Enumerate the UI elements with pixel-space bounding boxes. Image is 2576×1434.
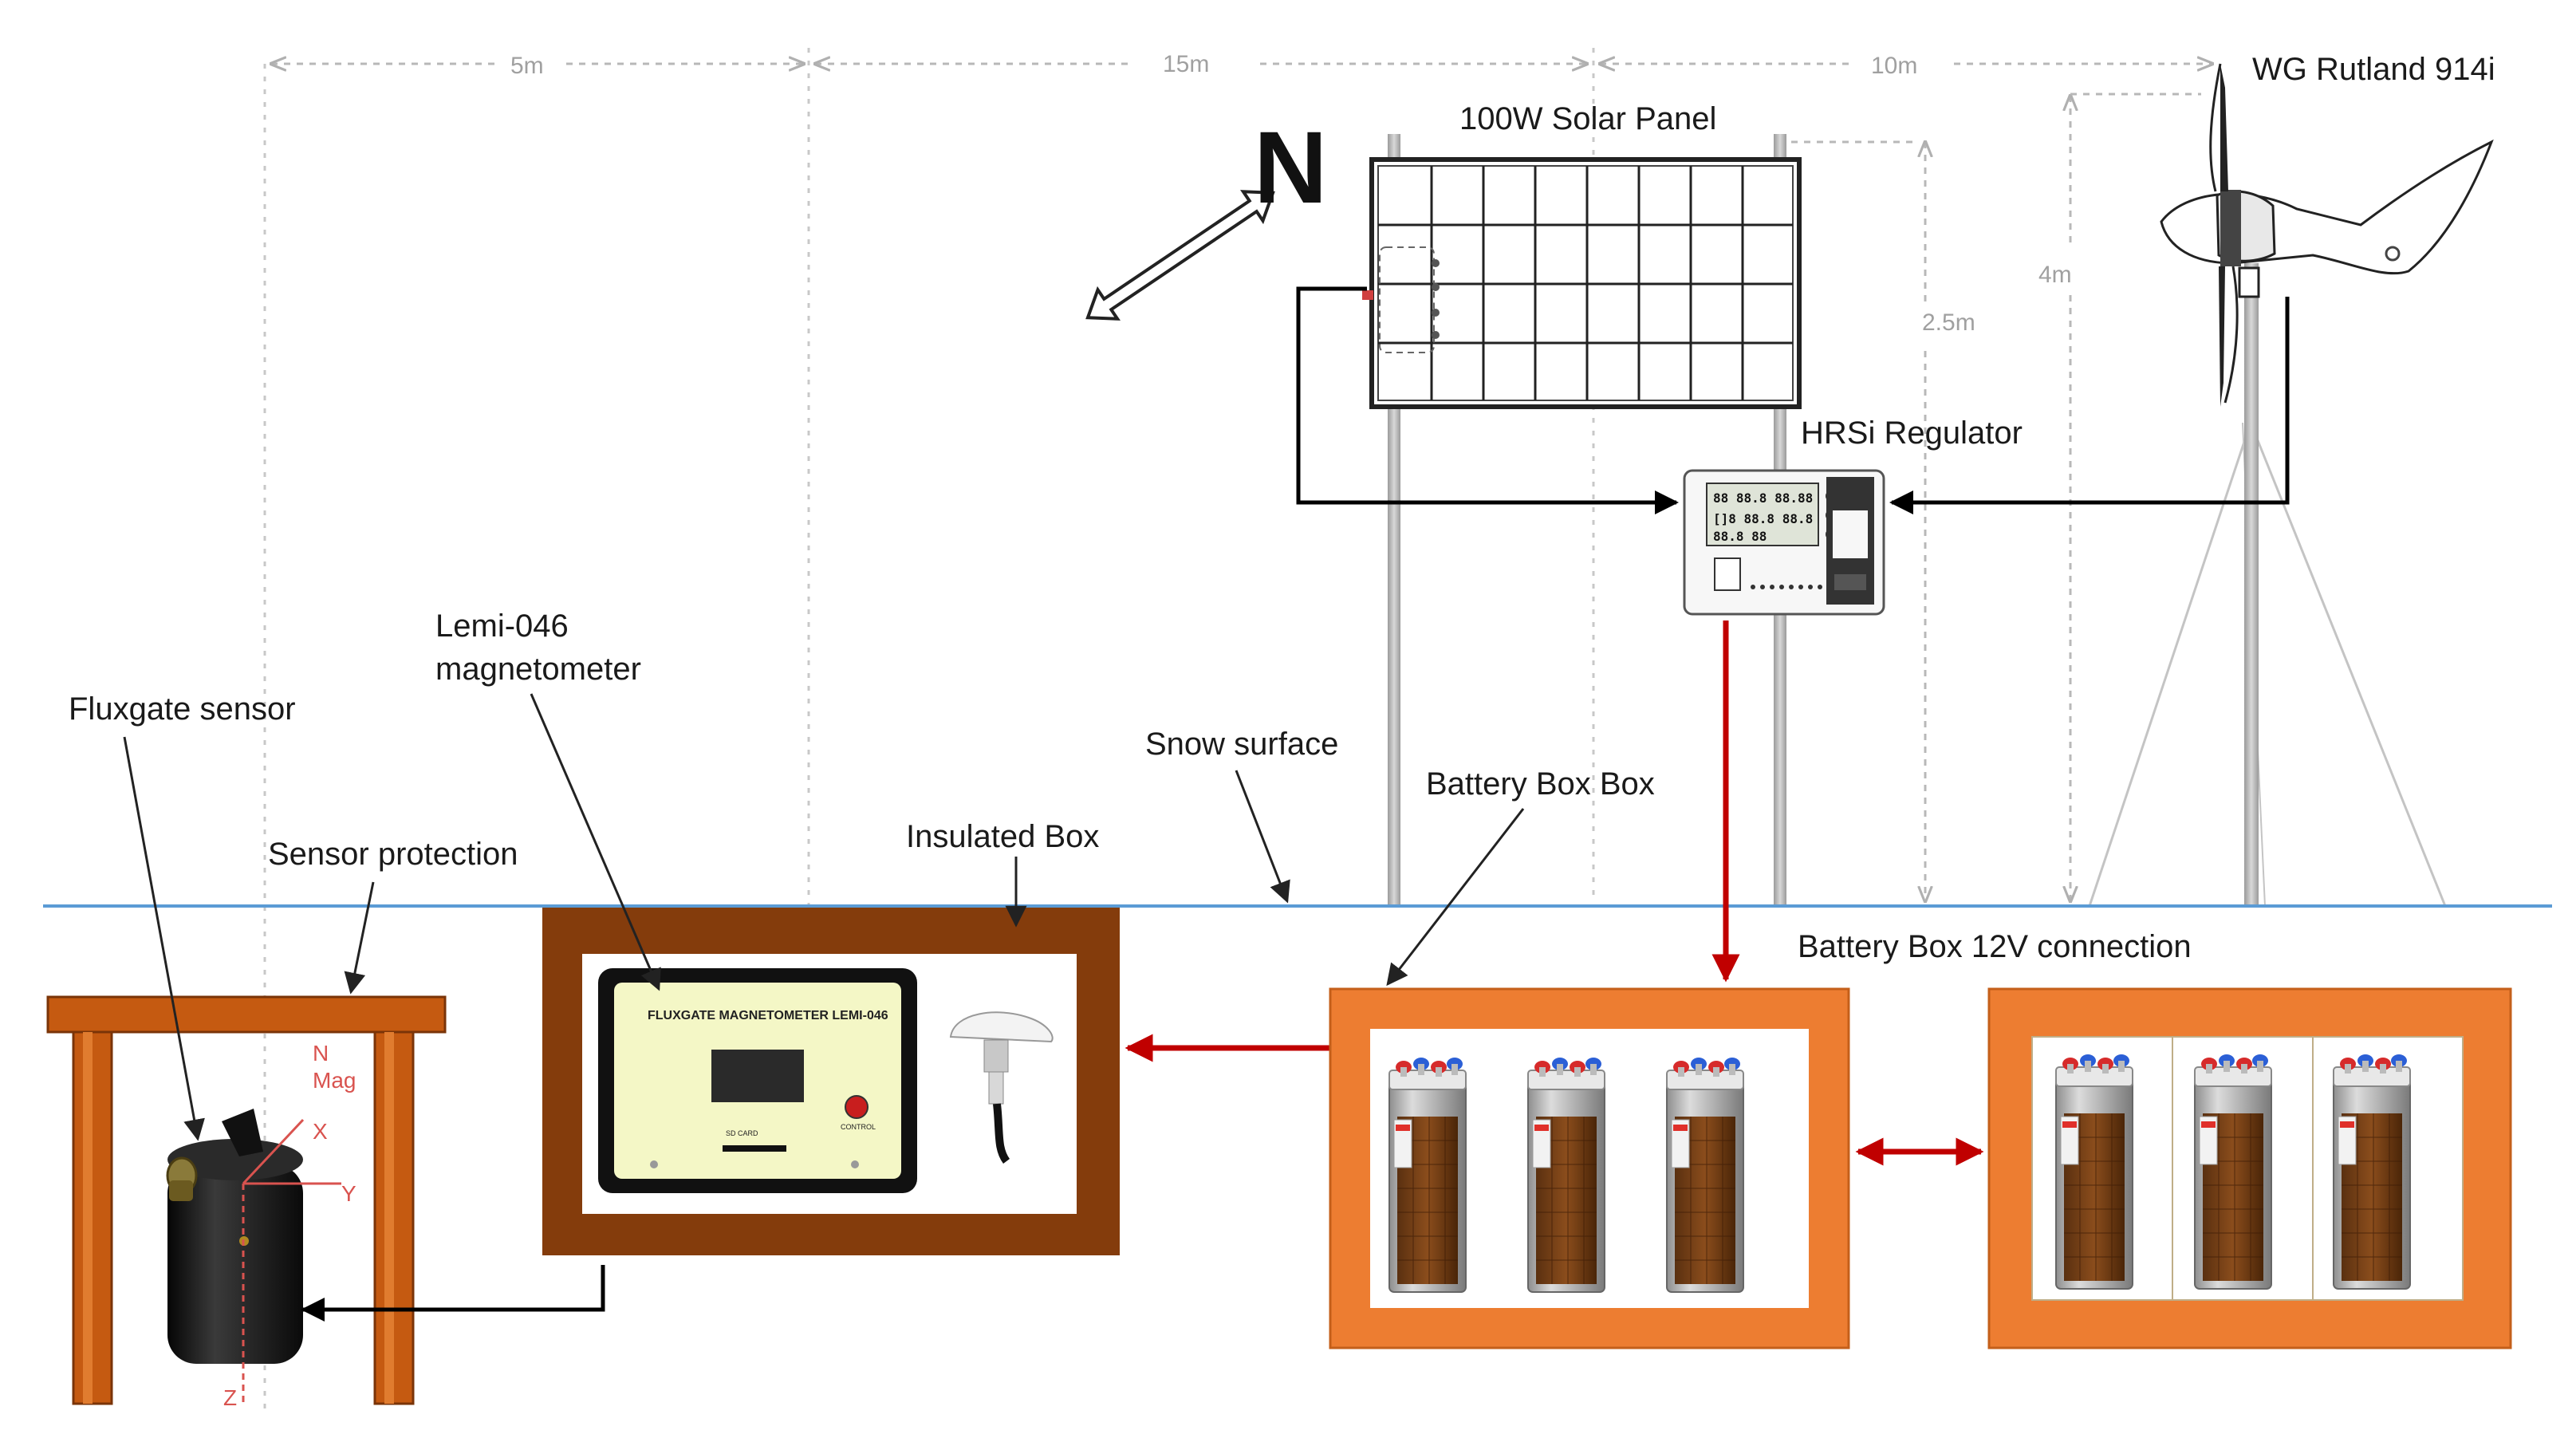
battery-connection-label: Battery Box 12V connection (1798, 929, 2192, 964)
sensor-axes (242, 1118, 341, 1404)
snow-surface-label: Snow surface (1145, 727, 1338, 762)
dimension-span-2: 15m (1163, 51, 1209, 77)
magnetometer-pointer (530, 693, 661, 991)
axis-x-label: X (313, 1119, 328, 1144)
axis-n-label: N (313, 1041, 329, 1066)
regulator-label: HRSi Regulator (1801, 416, 2023, 451)
solar-panel (1362, 157, 1802, 409)
battery-cell-icon (2055, 1054, 2133, 1290)
snow-surface-pointer (1235, 770, 1290, 904)
dimension-turbine-height: 4m (2038, 262, 2072, 288)
svg-text:88 88.8 88.88: 88 88.8 88.88 (1713, 490, 1813, 506)
solar-panel-label: 100W Solar Panel (1459, 101, 1716, 136)
battery-box-1 (1329, 987, 1850, 1349)
magnetometer-label-line2: magnetometer (435, 652, 641, 687)
axis-mag-label: Mag (313, 1068, 356, 1093)
fluxgate-sensor-label: Fluxgate sensor (69, 691, 296, 727)
svg-text:88.8 88: 88.8 88 (1713, 529, 1767, 544)
sd-card-label: SD CARD (726, 1129, 758, 1137)
solar-to-regulator-wire (1296, 286, 1679, 514)
battery-box-label: Battery Box Box (1426, 766, 1655, 802)
compass-double-arrow-icon (1085, 190, 1275, 321)
battery-box-pointer (1386, 808, 1525, 987)
fluxgate-sensor (166, 1109, 303, 1364)
control-label: CONTROL (841, 1123, 876, 1131)
insulated-box-label: Insulated Box (906, 819, 1099, 854)
battery-cell-icon (1388, 1057, 1467, 1293)
magnetometer-label-line1: Lemi-046 (435, 609, 569, 644)
wind-turbine (2088, 63, 2494, 907)
dimension-lines (271, 64, 2212, 901)
gps-antenna-icon (949, 1011, 1054, 1164)
sensor-protection-pointer (344, 881, 375, 995)
battery-cell-icon (1666, 1057, 1744, 1293)
axis-z-label: Z (223, 1385, 237, 1410)
dimension-span-1: 5m (510, 53, 544, 79)
sensor-protection-label: Sensor protection (268, 837, 518, 872)
axis-y-label: Y (341, 1181, 356, 1206)
svg-text:[]8 88.8 88.8: []8 88.8 88.8 (1713, 511, 1813, 526)
fluxgate-sensor-pointer (123, 736, 205, 1141)
battery-cell-icon (2194, 1054, 2272, 1290)
lemi-046-magnetometer: FLUXGATE MAGNETOMETER LEMI-046 CONTROL S… (598, 968, 917, 1193)
dimension-span-3: 10m (1871, 53, 1917, 79)
battery-cell-icon (2333, 1054, 2411, 1290)
north-label: N (1254, 111, 1327, 225)
magnetometer-panel-title: FLUXGATE MAGNETOMETER LEMI-046 (648, 1009, 888, 1022)
sensor-cable (301, 1265, 605, 1322)
battery-box-2 (1987, 987, 2512, 1349)
turbine-to-regulator-wire (1889, 297, 2290, 514)
dimension-solar-height: 2.5m (1922, 309, 1975, 336)
hrsi-regulator: 88 88.8 88.88 []8 88.8 88.8 88.8 88 (1683, 469, 1885, 616)
battery-cell-icon (1527, 1057, 1605, 1293)
wind-turbine-label: WG Rutland 914i (2252, 52, 2495, 87)
